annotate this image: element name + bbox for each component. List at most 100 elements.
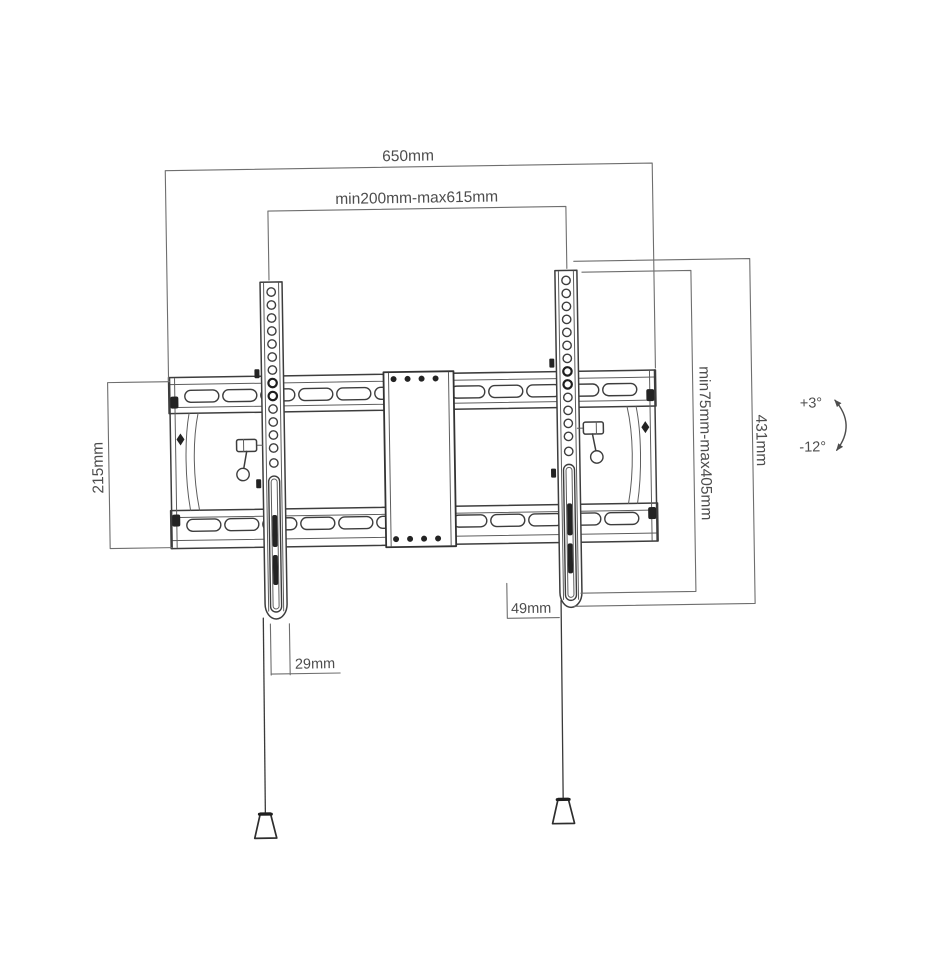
- arm-hole: [562, 392, 573, 403]
- dim-line-650: [164, 162, 656, 383]
- right-lock-lever: [576, 421, 605, 464]
- dimension-arm-height: 431mm: [573, 257, 770, 607]
- left-lock-lever: [235, 438, 264, 482]
- right-cap-strut: [626, 405, 633, 504]
- arm-hole: [561, 301, 572, 312]
- left-lever-stem: [243, 450, 248, 469]
- center-vesa-plate: [382, 370, 458, 549]
- left-arm-inner-edge: [278, 282, 285, 612]
- dim-ext-29: [269, 623, 272, 676]
- tilt-up-label: +3°: [800, 395, 823, 411]
- vesa-screw: [435, 535, 442, 542]
- arm-hole: [563, 446, 574, 457]
- dim-line-49: [506, 582, 560, 619]
- rail-slot: [335, 386, 372, 401]
- dim-line-vrange: [580, 269, 697, 594]
- left-cap-bolt: [170, 396, 179, 409]
- arm-hole: [268, 404, 278, 414]
- rail-slot: [527, 512, 564, 527]
- rail-slot: [222, 388, 258, 403]
- arm-hole: [561, 275, 571, 286]
- dimension-plate-height: 215mm: [90, 381, 173, 550]
- dim-label-215: 215mm: [90, 442, 108, 494]
- arm-hole: [562, 353, 573, 364]
- dimension-vertical-range: min75mm-max405mm: [580, 269, 715, 594]
- right-string: [560, 599, 564, 800]
- vesa-screw: [404, 375, 411, 382]
- rail-slot: [298, 387, 334, 402]
- dimension-arm-spacing: min200mm-max615mm: [267, 188, 568, 281]
- rail-slot: [224, 517, 260, 532]
- rail-slot: [601, 382, 638, 397]
- dim-label-spacing: min200mm-max615mm: [335, 188, 498, 208]
- arm-hole: [267, 365, 278, 375]
- left-arm-clip: [256, 479, 262, 489]
- arm-hole: [267, 390, 279, 402]
- left-cap-bolt: [172, 514, 181, 527]
- wall-plate: [167, 369, 659, 550]
- arm-hole: [563, 405, 574, 416]
- rail-slot: [186, 518, 222, 533]
- right-arm-clip: [551, 468, 557, 478]
- dim-line-spacing: [267, 205, 568, 281]
- dim-label-650: 650mm: [382, 147, 434, 165]
- rail-slot: [603, 511, 640, 526]
- arm-hole: [267, 352, 278, 362]
- left-string: [262, 617, 267, 814]
- right-end-cap: [626, 369, 658, 542]
- vesa-screw: [407, 535, 414, 542]
- dim-ext-29: [288, 623, 291, 676]
- right-arm-slot-inner: [565, 466, 575, 598]
- rail-slot: [487, 384, 524, 399]
- vesa-screw: [393, 536, 400, 543]
- arm-hole: [561, 314, 572, 325]
- arm-hole: [562, 379, 574, 390]
- arm-hole: [268, 458, 279, 468]
- left-plumb-line: [253, 617, 278, 840]
- left-plumb-bob: [253, 812, 278, 840]
- dim-line-29: [270, 672, 341, 675]
- vesa-screw: [432, 375, 439, 382]
- right-lever-stem: [591, 433, 597, 451]
- arm-hole: [268, 430, 279, 440]
- right-tv-bracket-arm: [549, 269, 583, 609]
- right-plumb-line: [551, 599, 576, 825]
- plate-right-edge: [653, 369, 658, 542]
- vesa-screw: [390, 376, 397, 383]
- tilt-arc-arrow-icon: [834, 399, 847, 451]
- right-direction-diamond-icon: [641, 421, 650, 434]
- right-arm-inner-edge: [572, 270, 580, 600]
- dim-label-29: 29mm: [295, 656, 336, 673]
- arm-hole: [563, 418, 574, 429]
- dimension-annotations: 650mm min200mm-max615mm 215mm 431mm min7…: [90, 147, 770, 676]
- vesa-plate-inner-line: [387, 372, 392, 547]
- arm-hole: [266, 300, 277, 311]
- arm-hole: [563, 431, 574, 442]
- vesa-screw: [418, 375, 425, 382]
- left-arm-inner-edge: [263, 282, 270, 612]
- dim-label-vrange: min75mm-max405mm: [695, 366, 714, 520]
- arm-hole: [267, 377, 278, 389]
- arm-hole: [561, 327, 572, 338]
- dim-label-49: 49mm: [511, 601, 552, 618]
- left-lever-pin: [235, 438, 258, 453]
- dim-line-215: [107, 381, 173, 550]
- tilt-indicator: +3° -12°: [799, 395, 847, 456]
- right-cap-strut: [635, 405, 642, 504]
- left-arm-clip: [254, 369, 260, 379]
- right-lever-pin: [582, 421, 605, 435]
- right-arm-slot-shade: [567, 543, 574, 574]
- arm-hole: [266, 313, 277, 324]
- dimension-arm-bottom-width: 29mm: [269, 623, 341, 676]
- vesa-plate-inner-line: [447, 371, 452, 546]
- vesa-plate-body: [382, 370, 458, 549]
- left-arm-slot-inner: [270, 478, 280, 610]
- right-cap-bolt: [648, 507, 657, 520]
- rail-slot: [338, 515, 374, 530]
- dimension-arm-offset: 49mm: [506, 582, 560, 619]
- left-tv-bracket-arm: [254, 281, 288, 620]
- left-arm-slot-shade: [272, 554, 279, 586]
- left-arm-slot-shade: [272, 515, 278, 548]
